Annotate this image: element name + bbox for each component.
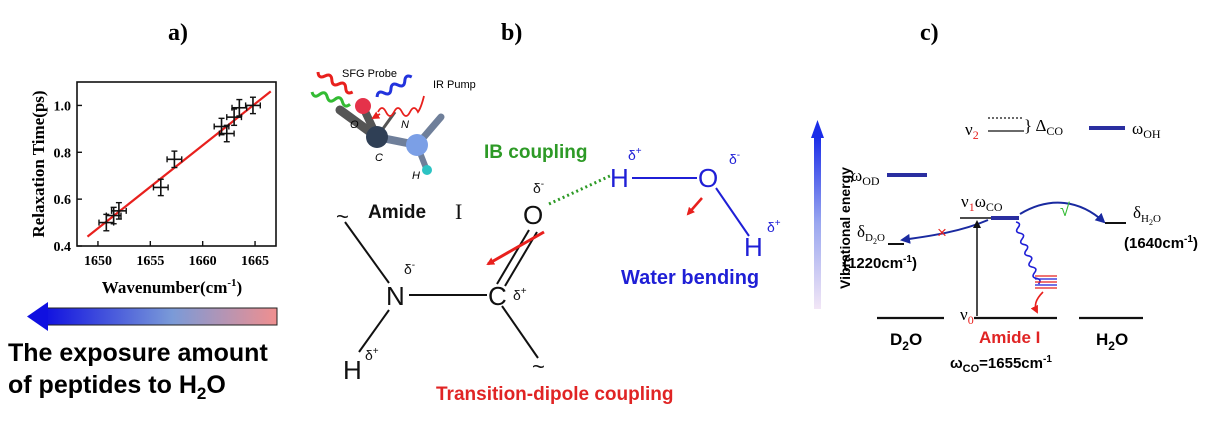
amide-o: O [523, 200, 543, 230]
tilde-left: ~ [336, 204, 349, 229]
omega-oh-level [1089, 126, 1125, 130]
omega-od-level [887, 173, 927, 177]
delta-co-label: } ΔCO [1024, 116, 1063, 138]
amide-i-label: Amide I [979, 328, 1040, 347]
data-points-group [98, 96, 261, 232]
y-tick-label: 0.6 [54, 193, 72, 208]
omega-od-label: ωOD [851, 166, 880, 188]
y-tick-label: 0.8 [54, 146, 72, 161]
chart-ticks: 1650 1655 1660 1665 0.4 0.6 0.8 1.0 [54, 99, 270, 269]
water-h1-delta: δ+ [628, 146, 642, 163]
h2o-label: H2O [1096, 330, 1128, 353]
dipole-arrow [486, 230, 545, 266]
transfer-allowed-mark: √ [1060, 200, 1070, 220]
h2o-wavenumber: (1640cm-1) [1124, 234, 1198, 252]
water-h2-delta: δ+ [767, 218, 781, 235]
water-o: O [698, 163, 718, 193]
omega-co-level [991, 216, 1019, 220]
transition-dipole-label: Transition-dipole coupling [436, 384, 674, 405]
amide-c: C [488, 281, 507, 311]
nu2-label: ν2 [965, 120, 979, 142]
data-point [166, 150, 183, 169]
amide-n: N [386, 281, 405, 311]
amide-c-delta: δ+ [513, 286, 527, 303]
amide-o-delta: δ- [533, 179, 544, 196]
amide-structure: O δ- C δ+ N δ- ~ H δ+ ~ [336, 179, 545, 385]
water-bending-arrow [686, 197, 703, 216]
amide-label: Amide [368, 202, 426, 223]
exposure-gradient-arrow [27, 302, 278, 331]
exposure-caption-line1: The exposure amount [8, 339, 268, 367]
amide-numeral: I [455, 199, 462, 224]
ir-pump-label: IR Pump [433, 79, 476, 91]
bath-levels [1035, 275, 1057, 289]
relaxation-time-chart: 1650 1655 1660 1665 0.4 0.6 0.8 1.0 Relaxation … [29, 81, 277, 297]
d2o-wavenumber: (1220cm-1) [843, 254, 917, 272]
amide-3d-model: SFG Probe IR Pump O N C H [310, 68, 476, 182]
vibrational-energy-label: Vibrational energy [837, 167, 853, 289]
model-atom-o: O [350, 119, 359, 131]
data-point [152, 178, 169, 197]
panel-label-c: c) [920, 20, 939, 46]
water-molecule: H δ+ O δ- H δ+ [610, 146, 781, 262]
tilde-right: ~ [532, 354, 545, 379]
x-tick-label: 1660 [189, 254, 217, 269]
water-h2: H [744, 232, 763, 262]
hydrogen-bond [548, 173, 613, 206]
water-h1: H [610, 163, 629, 193]
amide-h: H [343, 355, 362, 385]
energy-diagram: Vibrational energy ωOD ν2 } ΔCO ωOH ν1ωC… [811, 116, 1198, 375]
model-atom-h: H [412, 170, 420, 182]
omega-co-value: ωCO=1655cm-1 [950, 354, 1052, 375]
x-axis-label: Wavenumber(cm-1) [102, 277, 242, 297]
delta-h2o-label: δH2O [1133, 203, 1161, 227]
relaxation-arrow [1030, 291, 1044, 314]
amide-n-delta: δ- [404, 260, 415, 277]
delta-d2o-label: δD2O [857, 222, 885, 246]
sfg-probe-label: SFG Probe [342, 68, 397, 80]
y-tick-label: 0.4 [54, 240, 72, 255]
data-point [231, 98, 248, 117]
omega-oh-label: ωOH [1132, 119, 1161, 141]
ib-coupling-label: IB coupling [484, 142, 587, 163]
exposure-caption-line2: of peptides to H2O [8, 371, 226, 403]
vibrational-energy-bar [814, 137, 821, 309]
water-o-delta: δ- [729, 150, 740, 167]
x-tick-label: 1655 [136, 254, 164, 269]
relaxation-wave [1015, 221, 1041, 285]
x-tick-label: 1665 [241, 254, 269, 269]
y-axis-label: Relaxation Time(ps) [29, 90, 48, 237]
amide-h-delta: δ+ [365, 346, 379, 363]
y-tick-label: 1.0 [54, 99, 72, 114]
d2o-label: D2O [890, 330, 922, 353]
panel-label-b: b) [501, 20, 522, 46]
water-bending-label: Water bending [621, 267, 759, 289]
panel-label-a: a) [168, 20, 188, 46]
chart-frame [76, 81, 277, 247]
x-tick-label: 1650 [84, 254, 112, 269]
nu0-label: ν0 [960, 305, 974, 327]
model-atom-c: C [375, 152, 383, 164]
nu1-omega-co-label: ν1ωCO [961, 192, 1003, 214]
data-point [218, 124, 235, 143]
transfer-to-h2o-arrow [1019, 201, 1106, 224]
model-atom-n: N [401, 119, 409, 131]
data-point [244, 96, 261, 115]
vibrational-energy-arrowhead [811, 120, 824, 138]
transfer-blocked-mark: × [937, 223, 947, 242]
data-point [110, 201, 127, 220]
